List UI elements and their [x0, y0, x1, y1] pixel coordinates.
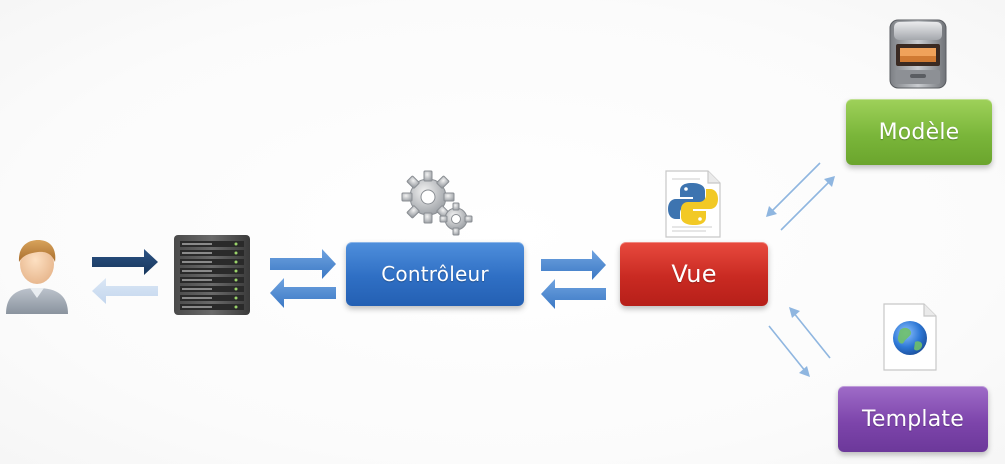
user-icon — [6, 240, 68, 314]
arrow-server-to-controleur — [270, 249, 336, 279]
controleur-box: Contrôleur — [346, 242, 524, 306]
python-file-icon — [665, 170, 721, 238]
gears-icon — [401, 170, 473, 236]
modele-label: Modèle — [878, 119, 960, 145]
template-box: Template — [838, 386, 988, 452]
arrow-vue-to-controleur — [541, 279, 606, 309]
arrow-server-to-user — [92, 278, 158, 304]
database-icon — [889, 19, 947, 89]
vue-box: Vue — [620, 242, 768, 306]
vue-label: Vue — [671, 260, 717, 288]
arrow-controleur-to-server — [270, 278, 336, 308]
arrow-controleur-to-vue — [541, 250, 606, 280]
arrows-vue-modele — [766, 162, 835, 231]
arrow-user-to-server — [92, 249, 158, 275]
arrows-vue-template — [768, 307, 831, 377]
web-file-icon — [883, 303, 937, 371]
controleur-label: Contrôleur — [381, 262, 489, 286]
modele-box: Modèle — [846, 99, 992, 165]
server-icon — [174, 235, 250, 315]
template-label: Template — [862, 406, 964, 432]
